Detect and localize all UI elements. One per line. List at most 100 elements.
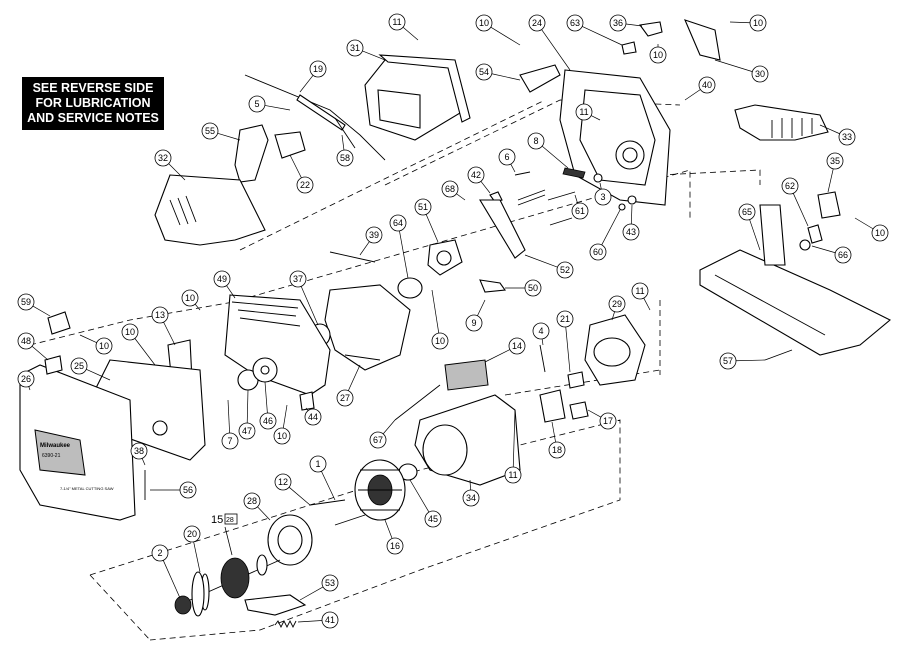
boxed-callout-15: 15 28 xyxy=(211,513,238,556)
callout-circle xyxy=(441,180,459,198)
part-screws-12 xyxy=(309,499,366,526)
leader-line xyxy=(541,145,569,169)
callout-34: 34 xyxy=(462,489,480,507)
callout-number: 13 xyxy=(155,310,165,320)
callout-circle xyxy=(467,166,485,184)
leader-line xyxy=(630,204,633,225)
part-brush-21 xyxy=(567,371,585,389)
callout-number: 60 xyxy=(593,247,603,257)
callout-35: 35 xyxy=(826,152,844,170)
callout-circle xyxy=(179,481,197,499)
callout-circle xyxy=(609,14,627,32)
part-washer-66 xyxy=(799,239,811,251)
callout-number: 10 xyxy=(99,341,109,351)
callout-circle xyxy=(201,122,219,140)
callout-50: 50 xyxy=(524,279,542,297)
leader-line xyxy=(587,409,602,418)
callout-22: 22 xyxy=(296,176,314,194)
leader-line xyxy=(193,541,201,573)
callout-number: 16 xyxy=(390,541,400,551)
callout-number: 24 xyxy=(532,18,542,28)
part-main-guard: Milwaukee 6390-21 7-1/4" METAL CUTTING S… xyxy=(19,364,136,521)
callout-52: 52 xyxy=(556,261,574,279)
callout-number: 10 xyxy=(653,50,663,60)
part-bearing-housing xyxy=(427,239,463,276)
callout-6: 6 xyxy=(498,148,516,166)
callout-11: 11 xyxy=(631,282,649,300)
callout-circle xyxy=(698,76,716,94)
callout-number: 30 xyxy=(755,69,765,79)
leader-line xyxy=(524,254,558,268)
callout-number: 2 xyxy=(157,548,162,558)
leader-line xyxy=(32,305,51,317)
leader-line xyxy=(300,286,319,326)
callout-number: 6 xyxy=(504,152,509,162)
callout-11: 11 xyxy=(388,13,406,31)
callout-circle xyxy=(213,270,231,288)
callout-circle xyxy=(631,282,649,300)
callout-circle xyxy=(321,574,339,592)
callout-10: 10 xyxy=(121,323,139,341)
leader-line xyxy=(141,458,146,466)
notice-line-1: SEE REVERSE SIDE xyxy=(32,81,154,95)
callout-10: 10 xyxy=(475,14,493,32)
part-lever-50 xyxy=(479,279,506,293)
part-screw-4 xyxy=(539,344,546,373)
leader-line xyxy=(490,26,521,46)
callout-number: 11 xyxy=(508,470,517,480)
part-rod-67 xyxy=(394,384,441,421)
part-switch xyxy=(274,131,306,159)
callout-42: 42 xyxy=(467,166,485,184)
part-baffle xyxy=(267,514,313,566)
callout-number: 25 xyxy=(74,361,84,371)
callout-16: 16 xyxy=(386,537,404,555)
leader-line xyxy=(827,168,834,193)
callout-circle xyxy=(871,224,889,242)
boxed-callout-number: 15 xyxy=(211,514,223,526)
leader-line xyxy=(163,321,176,346)
callout-62: 62 xyxy=(781,177,799,195)
leader-line xyxy=(735,359,766,362)
part-cord xyxy=(244,74,386,161)
leader-line xyxy=(541,338,544,346)
callout-number: 22 xyxy=(300,180,310,190)
callout-24: 24 xyxy=(528,14,546,32)
callout-number: 1 xyxy=(315,459,320,469)
callout-circle xyxy=(528,14,546,32)
leader-line xyxy=(565,326,571,373)
callout-68: 68 xyxy=(441,180,459,198)
callout-53: 53 xyxy=(321,574,339,592)
leader-line xyxy=(282,404,288,429)
leader-line xyxy=(582,26,623,46)
callout-circle xyxy=(838,128,856,146)
leader-line xyxy=(729,21,751,24)
callout-circle xyxy=(575,103,593,121)
leader-line xyxy=(714,59,753,72)
callout-number: 11 xyxy=(579,107,588,117)
part-end-cap xyxy=(584,314,646,386)
callout-circle xyxy=(121,323,139,341)
callout-37: 37 xyxy=(289,270,307,288)
leader-line xyxy=(425,214,439,243)
callout-circle xyxy=(751,65,769,83)
part-handle-frame xyxy=(364,54,471,141)
callout-number: 49 xyxy=(217,274,227,284)
leader-line xyxy=(409,479,430,513)
callout-number: 7 xyxy=(227,436,232,446)
leader-line xyxy=(819,124,840,135)
leader-line xyxy=(297,620,323,623)
callout-36: 36 xyxy=(609,14,627,32)
callout-number: 57 xyxy=(723,356,733,366)
leader-line xyxy=(551,421,556,443)
leader-line xyxy=(347,364,361,391)
leader-line xyxy=(480,181,491,194)
boxed-callout-sub: 28 xyxy=(226,517,234,524)
callout-9: 9 xyxy=(465,314,483,332)
leader-line xyxy=(264,381,268,414)
callout-11: 11 xyxy=(575,103,593,121)
callout-number: 3 xyxy=(600,192,605,202)
callout-20: 20 xyxy=(183,525,201,543)
callout-43: 43 xyxy=(622,223,640,241)
callout-circle xyxy=(622,223,640,241)
callout-number: 35 xyxy=(830,156,840,166)
